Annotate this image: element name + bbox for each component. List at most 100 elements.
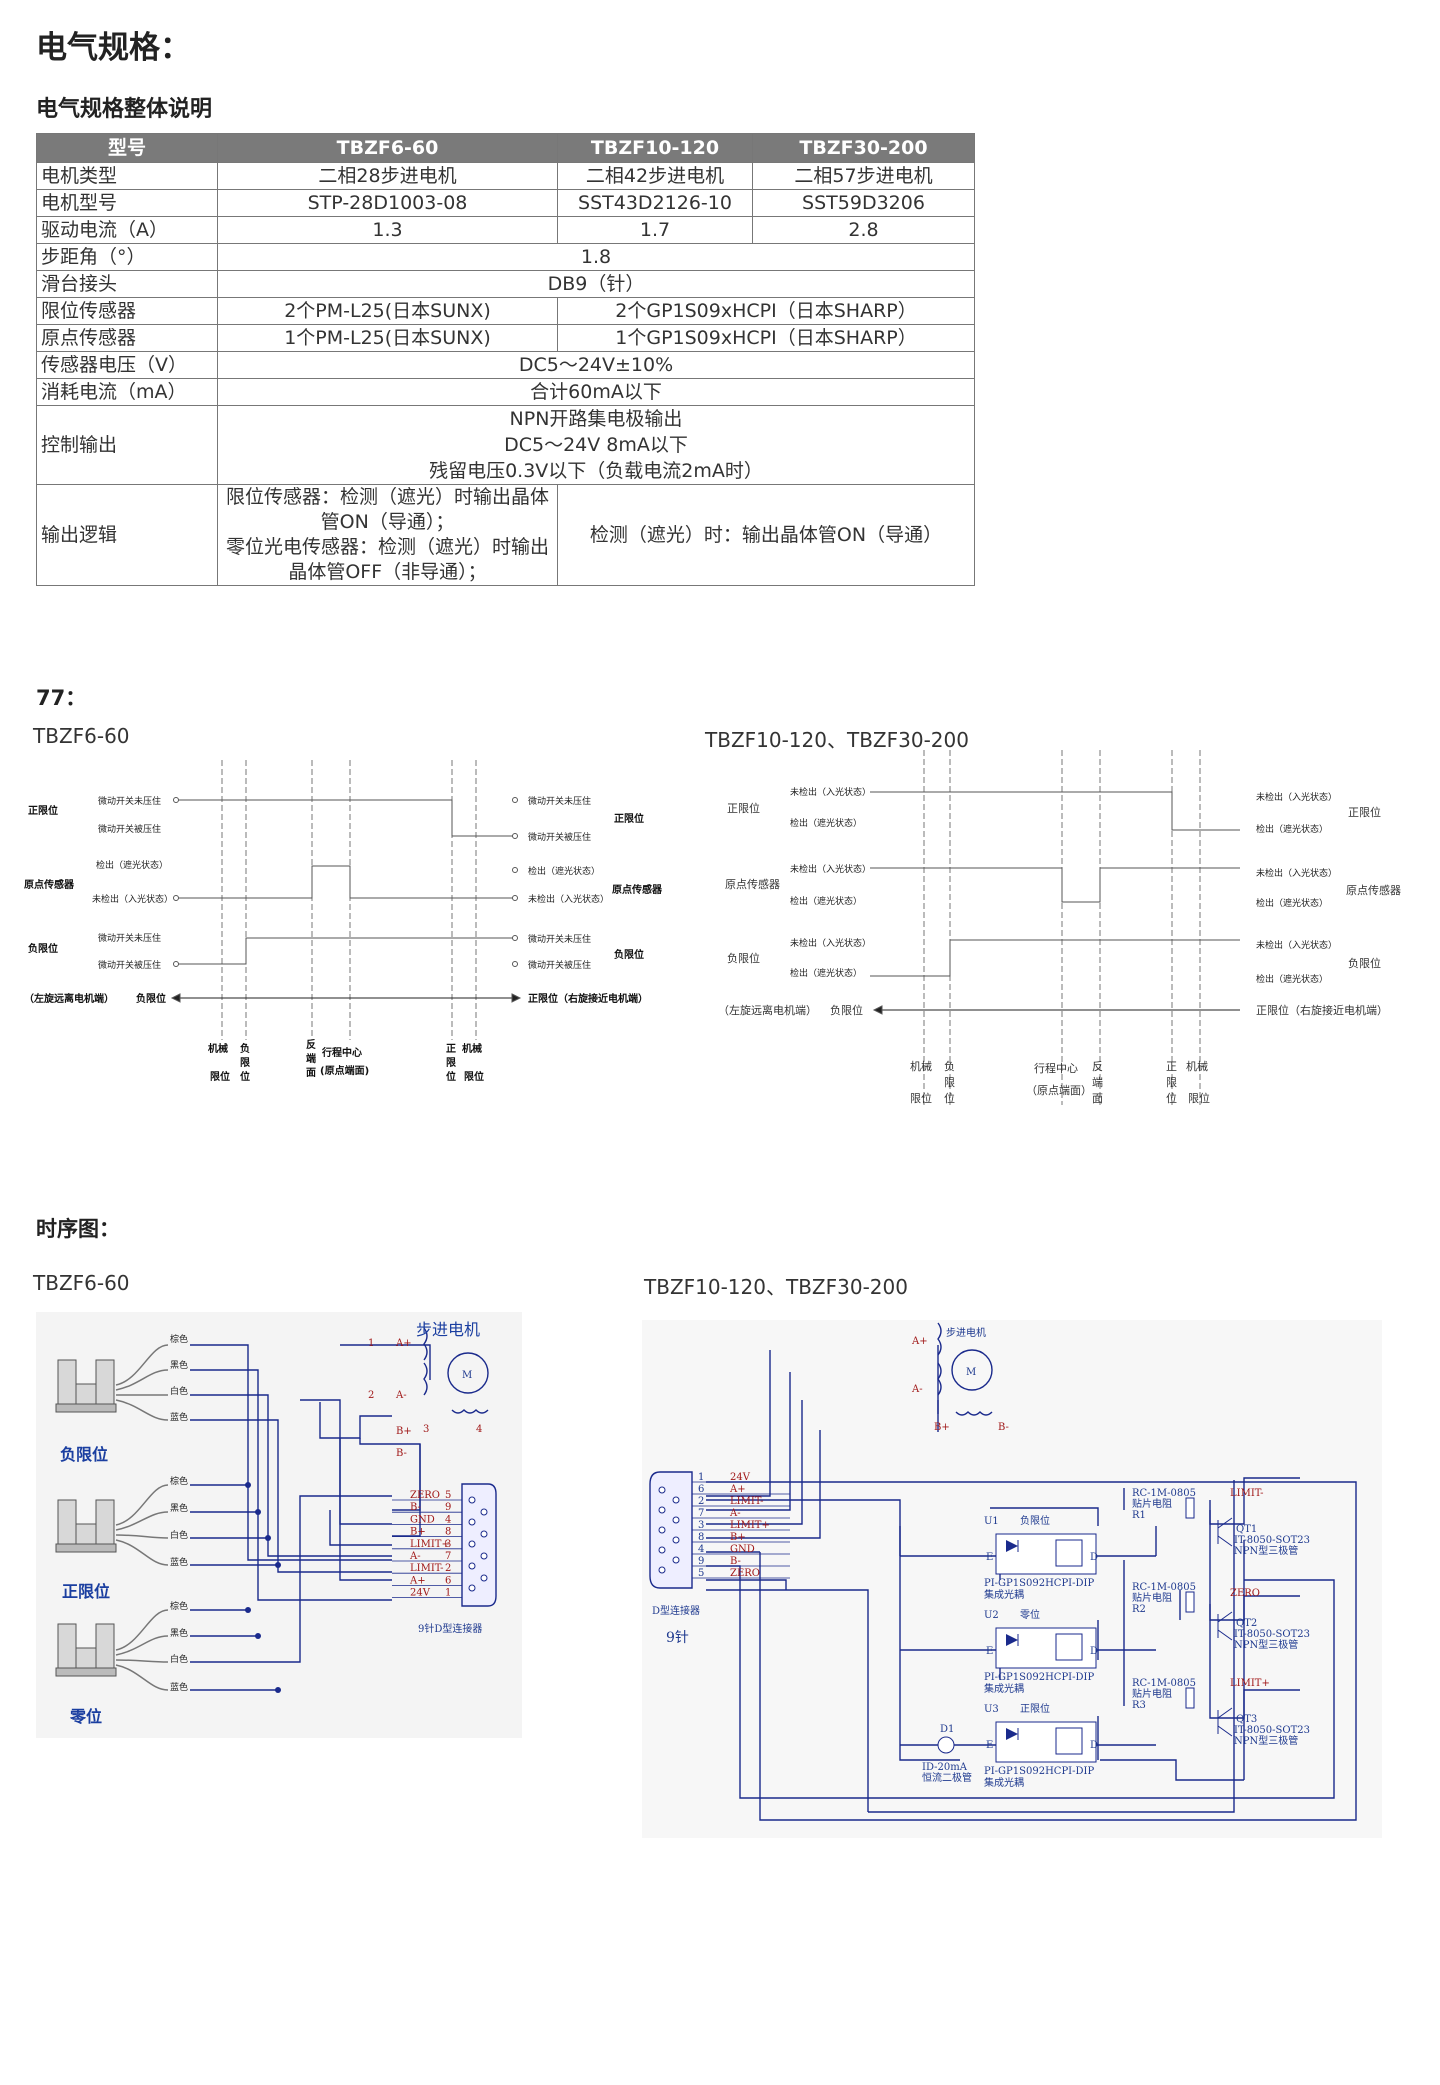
caption-right-model: TBZF10-120、TBZF30-200 [705,728,969,752]
pin-name: GND [730,1544,755,1555]
pin-name: B+ [730,1532,746,1543]
motor-aminus: A- [395,1390,407,1401]
r-bottom-2: 负 [944,1059,955,1073]
r-bottom-1b: 限位 [910,1091,932,1105]
table-row: 电机型号 STP-28D1003-08 SST43D2126-10 SST59D… [36,189,975,217]
text-r-right-end: 正限位（右旋接近电机端） [1256,1003,1388,1017]
u2-name: 零位 [1020,1608,1040,1621]
u3-name: 正限位 [1020,1702,1050,1715]
table-row: 限位传感器 2个PM-L25(日本SUNX) 2个GP1S09xHCPI（日本S… [36,297,975,325]
pin-number: 1 [698,1472,704,1483]
header-col2: TBZF10-120 [557,133,753,163]
wiring-right-motor-label: 步进电机 [946,1326,986,1339]
pin-number: 3 [698,1520,704,1531]
u3-d: D [1090,1740,1098,1751]
pin-name: B- [730,1556,741,1567]
u3-e: E [986,1740,993,1751]
table-row: 消耗电流（mA） 合计60mA以下 [36,378,975,406]
label-origin: 原点传感器 [24,878,75,891]
sensor-icon-neg [55,1359,117,1413]
r-bottom-3b: 端 [1092,1076,1103,1089]
bottom-label-2: 负 [240,1042,250,1055]
caption-left-model-2: TBZF6-60 [33,1271,130,1295]
pin-number: 8 [445,1527,451,1538]
r-motor-aminus: A- [911,1384,923,1395]
wire-black-3: 黑色 [170,1627,188,1639]
bottom-label-6b: 限位 [464,1070,484,1083]
r-bottom-5: 正 [1166,1060,1177,1073]
row-label: 驱动电流（A） [36,216,218,244]
motor-m-icon-right: M [966,1367,976,1378]
text-r-left-end: （左旋远离电机端） [718,1003,817,1017]
r2-label: R2 [1132,1604,1146,1615]
r1-part: RC-1M-0805 [1132,1488,1196,1499]
cell-line: 零位光电传感器：检测（遮光）时输出晶体管OFF（非导通）； [225,536,549,583]
wire-blue-1: 蓝色 [170,1411,188,1423]
pin-name: ZERO [410,1490,440,1501]
text-r-undet-3: 未检出（入光状态） [790,937,871,949]
u3-part: PI-GP1S092HCPI-DIP [984,1766,1094,1777]
connector-label-left: 9针D型连接器 [418,1622,482,1635]
table-row: 原点传感器 1个PM-L25(日本SUNX) 1个GP1S09xHCPI（日本S… [36,324,975,352]
pin-name: A+ [409,1575,426,1586]
text-sw-on-r: 微动开关被压住 [528,831,591,843]
cell-line: 限位传感器：检测（遮光）时输出晶体管ON（导通）； [225,486,549,533]
out-limit-plus: LIMIT+ [1230,1678,1270,1689]
r-bottom-5c: 位 [1166,1091,1177,1105]
r-bottom-1: 机械 [910,1059,932,1073]
wire-brown-2: 棕色 [170,1475,188,1487]
text-undet-r: 未检出（入光状态） [528,893,609,905]
u2-d: D [1090,1646,1098,1657]
r-bottom-4: 行程中心 [1034,1062,1078,1075]
text-r-undet: 未检出（入光状态） [790,786,871,798]
label-neg-limit: 负限位 [28,942,58,955]
motor-m-icon: M [462,1370,472,1381]
wire-white-3: 白色 [170,1653,188,1665]
text-sw-off-2r: 微动开关未压住 [528,933,591,945]
header-col3: TBZF30-200 [752,133,975,163]
text-r-det-3r: 检出（遮光状态） [1256,973,1328,985]
pin-name: B+ [410,1527,426,1538]
pin-name: LIMIT+ [410,1539,450,1550]
pin-number: 6 [445,1575,451,1586]
cell: DC5～24V±10% [217,351,975,379]
text-r-det: 检出（遮光状态） [790,817,862,829]
row-label: 电机型号 [36,189,218,217]
u3-label: U3 [984,1704,999,1715]
label-r-origin: 原点传感器 [725,878,780,891]
table-header-row: 型号 TBZF6-60 TBZF10-120 TBZF30-200 [36,133,975,163]
sensor-label-neg: 负限位 [60,1445,108,1464]
pin-number: 5 [698,1568,704,1579]
bottom-label-3c: 面 [306,1067,316,1079]
pin-number: 7 [698,1508,704,1519]
cell: 2个GP1S09xHCPI（日本SHARP） [557,297,975,325]
text-sw-off-r: 微动开关未压住 [528,795,591,807]
qt1-label: QT1 [1236,1524,1257,1535]
wire-white-1: 白色 [170,1385,188,1397]
db9-connector-right [649,1471,693,1589]
resistors-right [1185,1497,1195,1709]
r3-part-cn: 贴片电阻 [1132,1687,1172,1700]
bottom-label-1b: 限位 [210,1070,230,1083]
section-title-timing: 时序图： [36,1217,120,1241]
cell: 1个GP1S09xHCPI（日本SHARP） [557,324,975,352]
pin-name: A+ [729,1484,746,1495]
header-col1: TBZF6-60 [217,133,558,163]
table-row: 电机类型 二相28步进电机 二相42步进电机 二相57步进电机 [36,162,975,190]
text-r-neg-word: 负限位 [830,1003,863,1017]
pin-number: 4 [445,1514,451,1525]
caption-right-model-2: TBZF10-120、TBZF30-200 [644,1275,908,1299]
cell: 1.8 [217,243,975,271]
text-r-undet-2: 未检出（入光状态） [790,863,871,875]
text-r-undet-2r: 未检出（入光状态） [1256,867,1337,879]
bottom-label-2c: 位 [240,1070,250,1083]
label-origin-r: 原点传感器 [612,883,663,896]
qt3-label: QT3 [1236,1714,1257,1725]
pin-number: 4 [698,1544,704,1555]
sensor-label-pos: 正限位 [62,1582,110,1601]
cell: 合计60mA以下 [217,378,975,406]
pin-number: 2 [445,1563,451,1574]
u2-label: U2 [984,1610,999,1621]
sensor-label-zero: 零位 [69,1707,102,1726]
